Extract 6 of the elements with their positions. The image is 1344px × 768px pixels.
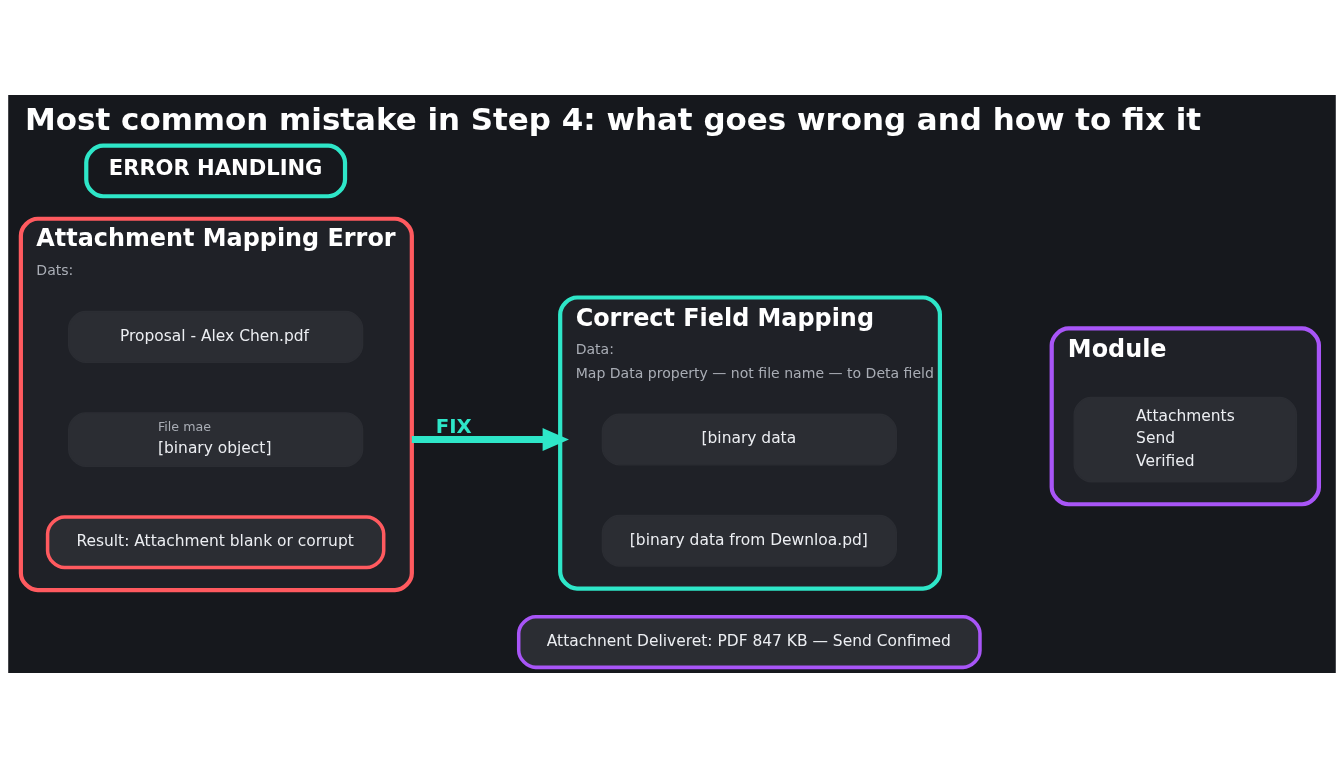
arrow: [411, 428, 569, 452]
node-box: ERROR HANDLING: [84, 143, 348, 199]
edge-label: FIX: [435, 414, 472, 438]
diagram-title: Most common mistake in Step 4: what goes wrong and how to fix it: [25, 100, 1202, 137]
node-box: Attachnent Deliveret: PDF 847 KB — Send Confimed: [516, 615, 982, 670]
node-box: Result: Attachment blank or corrupt: [45, 515, 386, 570]
